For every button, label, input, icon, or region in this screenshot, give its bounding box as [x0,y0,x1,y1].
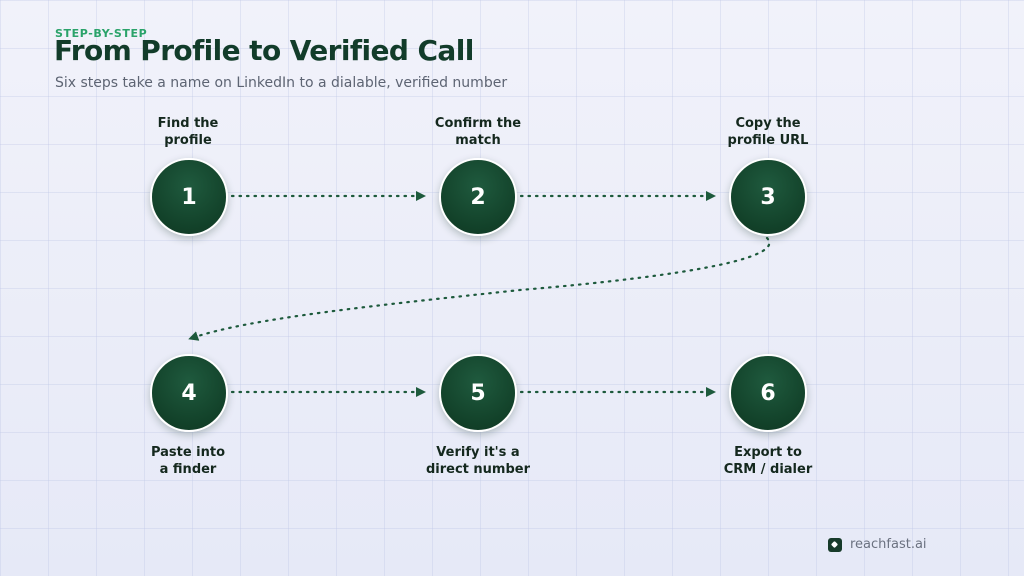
connector-3-4 [188,236,771,341]
step-2-label-line1: Confirm the [434,116,522,131]
step-4-label-line2: a finder [159,462,217,477]
step-4-number: 4 [181,380,197,406]
brand-name: reachfast.ai [850,537,927,552]
step-6-number: 6 [760,380,776,406]
step-4-node: 4 [150,354,228,432]
step-6-label-line1: Export to [734,445,802,460]
page-title: From Profile to Verified Call [54,34,474,67]
step-6-node: 6 [729,354,807,432]
step-1-label: Find the profile [108,115,268,149]
step-3-node: 3 [729,158,807,236]
brand-logo-icon [828,537,842,552]
step-3-label-line1: Copy the [735,116,801,131]
step-5-label-line1: Verify it's a [436,445,520,460]
step-6-label: Export to CRM / dialer [688,444,848,478]
step-1-node: 1 [150,158,228,236]
step-5-label-line2: direct number [425,462,531,477]
step-4-label: Paste into a finder [108,444,268,478]
step-5-node: 5 [439,354,517,432]
step-1-label-line2: profile [164,133,212,148]
step-2-number: 2 [470,184,486,210]
step-2-label: Confirm the match [398,115,558,149]
step-5-label: Verify it's a direct number [398,444,558,478]
step-1-number: 1 [181,184,197,210]
step-3-label: Copy the profile URL [688,115,848,149]
step-5-number: 5 [470,380,486,406]
page-subtitle: Six steps take a name on LinkedIn to a d… [55,75,508,91]
brand-footer: reachfast.ai [828,537,927,552]
step-2-node: 2 [439,158,517,236]
eyebrow-label: STEP-BY-STEP [55,27,148,40]
step-6-label-line2: CRM / dialer [723,462,813,477]
step-4-label-line1: Paste into [150,445,226,460]
step-2-label-line2: match [455,133,501,148]
step-1-label-line1: Find the [157,116,219,131]
step-3-label-line2: profile URL [727,133,809,148]
step-3-number: 3 [760,184,776,210]
